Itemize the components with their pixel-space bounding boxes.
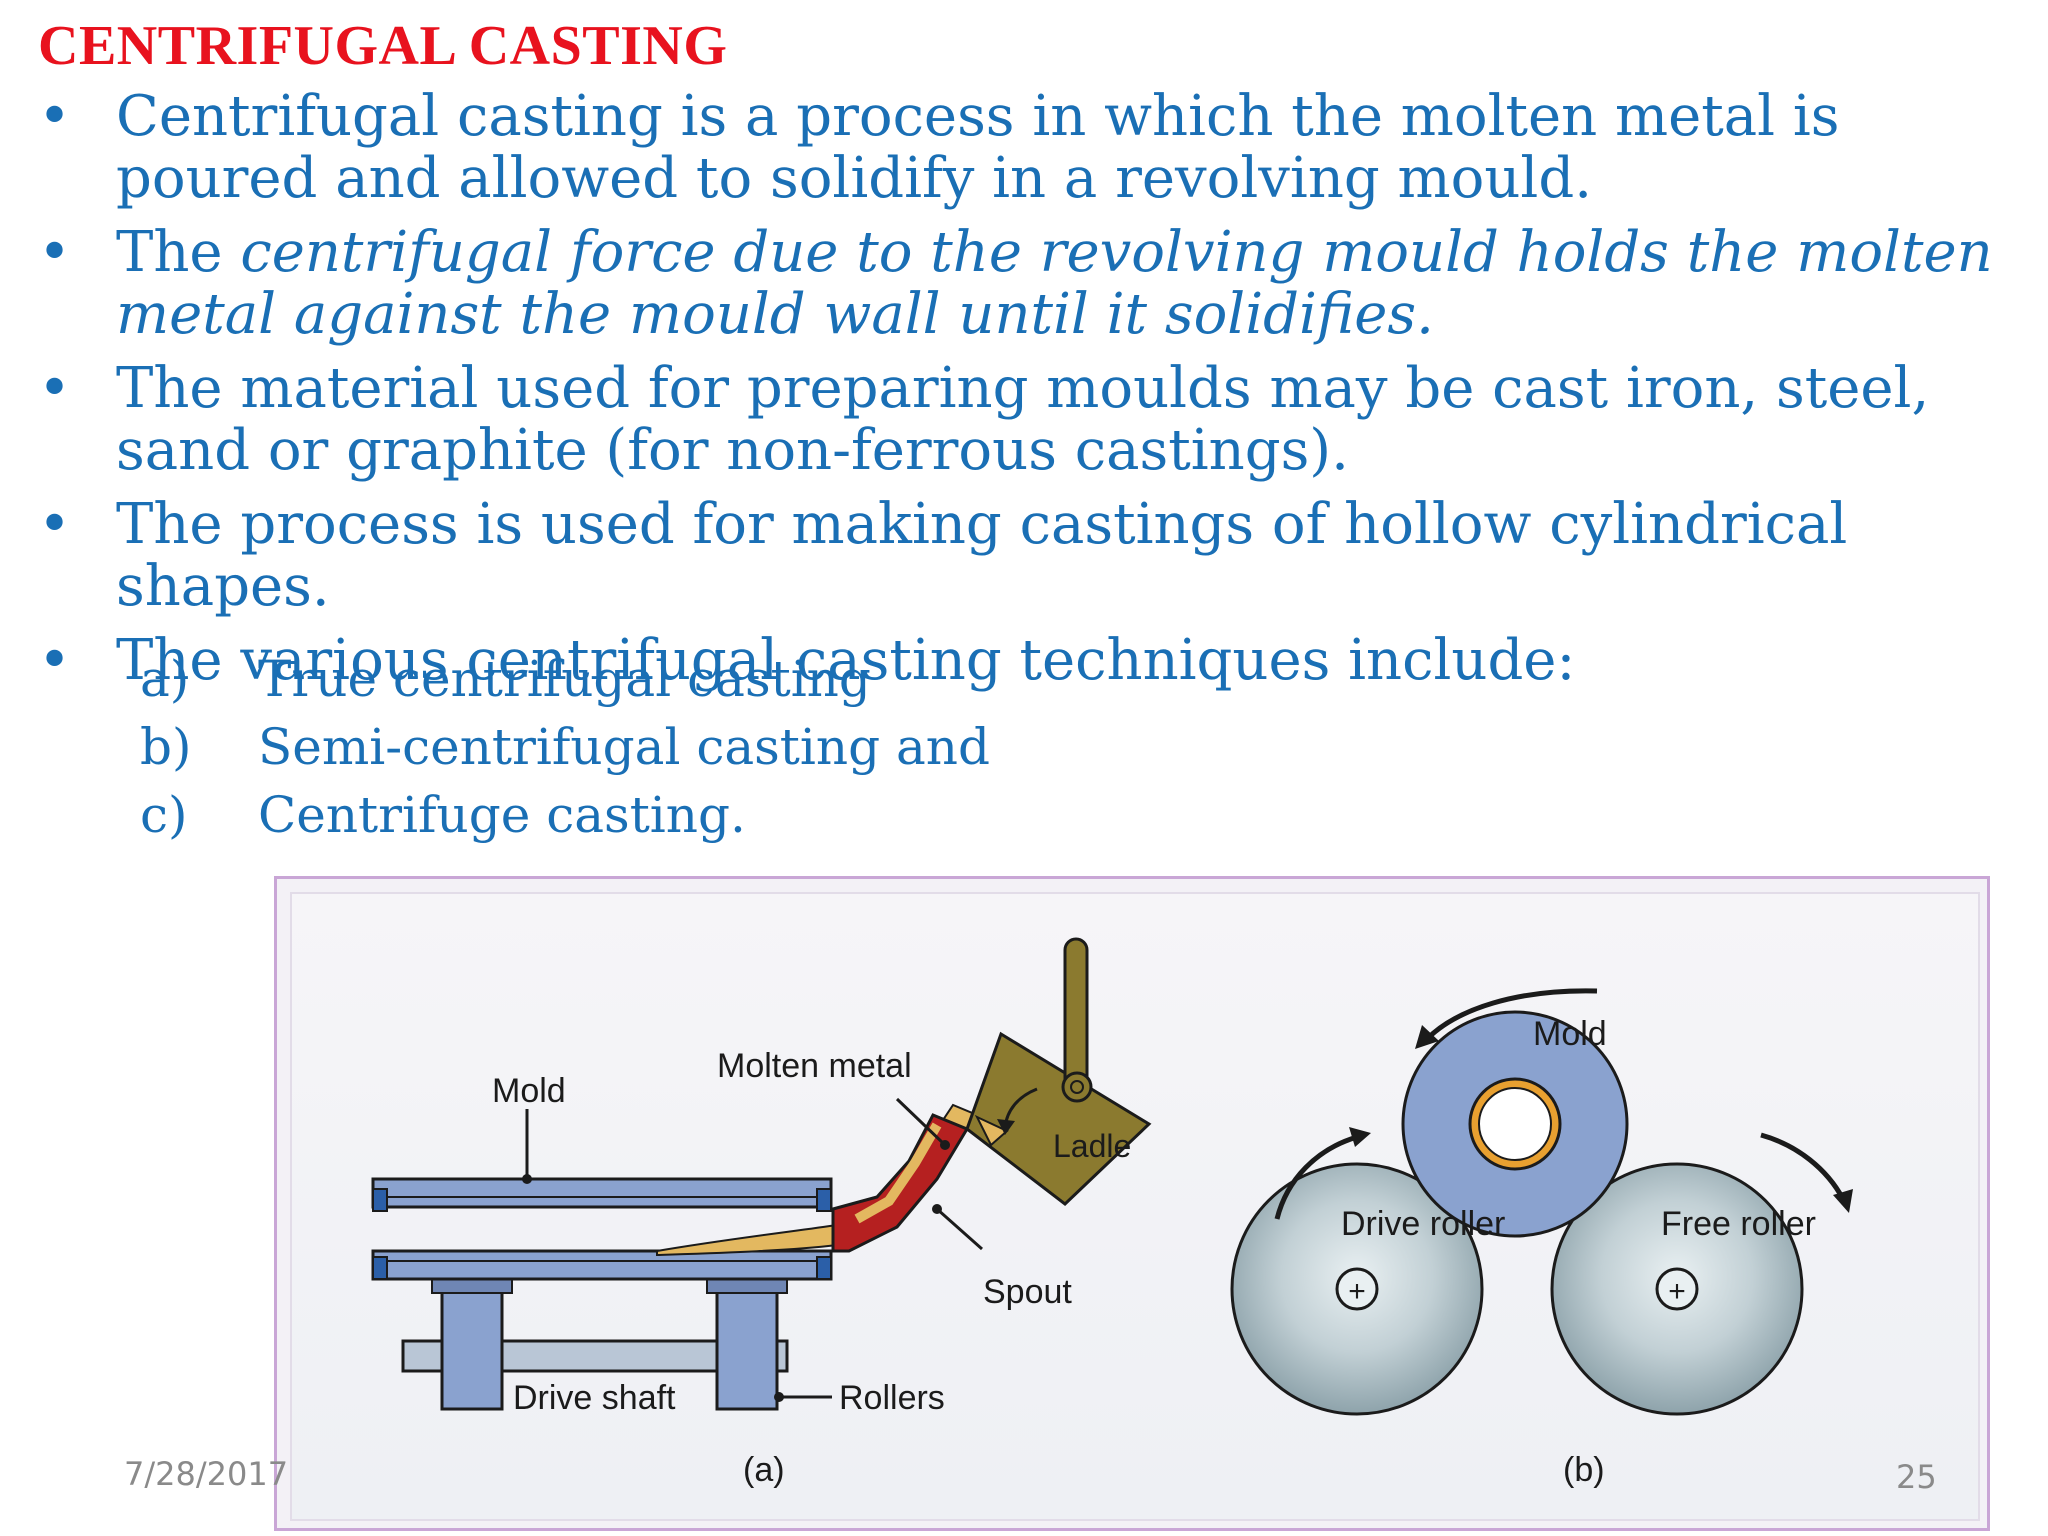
bullet-text-prefix: The: [116, 220, 241, 285]
technique-text: Centrifuge casting.: [258, 786, 746, 844]
bullet-text: The material used for preparing moulds m…: [116, 356, 1930, 483]
label-drive-roller: Drive roller: [1341, 1205, 1505, 1243]
axle-icon: +: [1348, 1275, 1366, 1308]
centrifugal-casting-figure: Mold Molten metal Ladle Spout Drive shaf…: [274, 876, 1990, 1531]
bullet-text: The process is used for making castings …: [116, 492, 1848, 619]
bullet-item: • The various centrifugal casting techni…: [30, 630, 2020, 692]
bullet-icon: •: [38, 220, 72, 285]
bullet-item: • The material used for preparing moulds…: [30, 358, 2020, 482]
roller-cap: [431, 1278, 513, 1294]
bullet-icon: •: [38, 356, 72, 421]
technique-letter: c): [140, 786, 188, 844]
figure-svg: Mold Molten metal Ladle Spout Drive shaf…: [290, 892, 1980, 1521]
bullet-item: • The centrifugal force due to the revol…: [30, 222, 2020, 346]
bullet-list: • Centrifugal casting is a process in wh…: [30, 86, 2020, 704]
roller-left: [440, 1287, 504, 1411]
rotation-arrow-icon: [1274, 1134, 1358, 1220]
label-free-roller: Free roller: [1661, 1205, 1816, 1243]
label-mold-b: Mold: [1533, 1015, 1607, 1053]
technique-text: True centrifugal casting: [258, 650, 871, 708]
label-spout: Spout: [983, 1273, 1072, 1311]
rotation-arrow-icon: [1425, 988, 1598, 1041]
bullet-icon: •: [38, 84, 72, 149]
bullet-text: Centrifugal casting is a process in whic…: [116, 84, 1840, 211]
label-molten-metal: Molten metal: [717, 1047, 912, 1085]
caption-b: (b): [1563, 1451, 1605, 1489]
bullet-item: • Centrifugal casting is a process in wh…: [30, 86, 2020, 210]
bullet-text-italic: centrifugal force due to the revolving m…: [116, 220, 1993, 347]
horizontal-casting-machine: Mold Molten metal Ladle Spout Drive shaf…: [371, 937, 1152, 1489]
technique-text: Semi-centrifugal casting and: [258, 718, 991, 776]
roller-arrangement: Mold Drive roller Free roller + + (b): [1230, 988, 1853, 1489]
mold-bottom-wall: [371, 1249, 833, 1281]
label-mold-a: Mold: [492, 1072, 566, 1110]
label-rollers: Rollers: [839, 1379, 945, 1417]
slide-date: 7/28/2017: [124, 1455, 289, 1493]
technique-letter: a): [140, 650, 190, 708]
mold-top-wall: [371, 1177, 833, 1209]
label-drive-shaft: Drive shaft: [513, 1379, 676, 1417]
ladle: [965, 1031, 1152, 1206]
bullet-icon: •: [38, 628, 72, 693]
axle-icon: +: [1668, 1275, 1686, 1308]
roller-right: [715, 1287, 779, 1411]
technique-letter: b): [140, 718, 192, 776]
slide-title: CENTRIFUGAL CASTING: [38, 15, 728, 77]
label-ladle: Ladle: [1053, 1128, 1131, 1164]
bullet-icon: •: [38, 492, 72, 557]
bullet-text: The various centrifugal casting techniqu…: [116, 628, 1576, 693]
rotation-arrow-icon: [1760, 1132, 1846, 1201]
bullet-item: • The process is used for making casting…: [30, 494, 2020, 618]
slide-page-number: 25: [1896, 1458, 1937, 1496]
caption-a: (a): [743, 1451, 785, 1489]
roller-cap: [706, 1278, 788, 1294]
